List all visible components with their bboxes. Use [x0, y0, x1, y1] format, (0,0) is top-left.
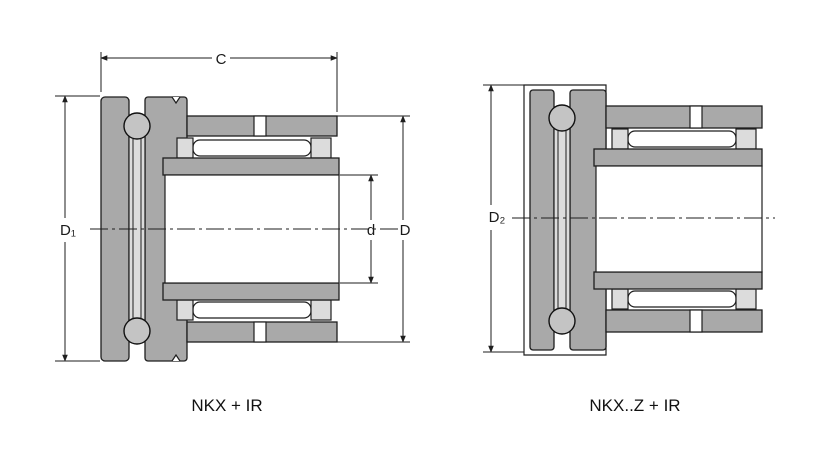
label-d2: D₂ [489, 209, 506, 226]
inner-ring-z [593, 148, 763, 290]
dimension-d-bore: d [340, 174, 378, 284]
thrust-bearing-section-z [529, 89, 607, 351]
needle-top [192, 139, 312, 157]
ball-top-z [548, 104, 576, 132]
needle-top-z [627, 130, 737, 148]
dimension-d1: D₁ [55, 95, 100, 362]
nkx-z-ir-drawing: D₂ NKX..Z + IR [483, 84, 775, 415]
caption-nkx-ir: NKX + IR [191, 396, 262, 415]
ball-top [123, 112, 151, 140]
label-d: d [367, 222, 375, 239]
label-d-outer: D [400, 222, 411, 239]
dimension-d2: D₂ [483, 84, 524, 353]
needle-outer-ring [186, 115, 338, 343]
dimension-c: C [100, 51, 338, 112]
label-c: C [216, 51, 227, 68]
label-d1: D₁ [60, 222, 76, 239]
needle-outer-ring-z [605, 105, 763, 333]
nkx-ir-drawing: C D₁ d D NKX + IR [55, 51, 411, 415]
needle-bottom-z [627, 290, 737, 308]
caption-nkx-z-ir: NKX..Z + IR [589, 396, 680, 415]
ball-bottom [123, 317, 151, 345]
ball-bottom-z [548, 307, 576, 335]
dimension-d-outer: D [337, 115, 411, 343]
needle-bottom [192, 301, 312, 319]
